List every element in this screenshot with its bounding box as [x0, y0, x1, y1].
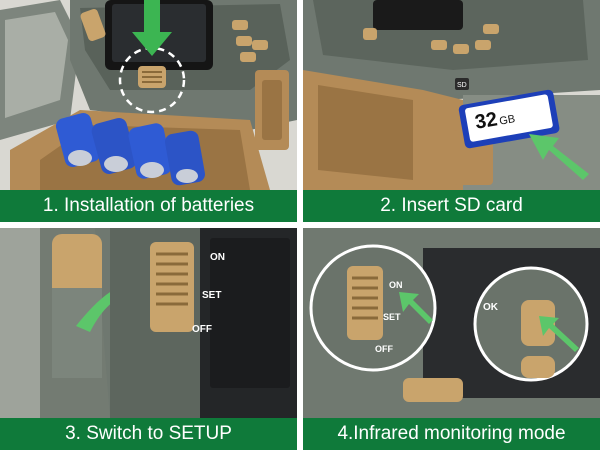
switch-label-on: ON [389, 280, 403, 290]
step-caption-text: 2. Insert SD card [380, 195, 523, 216]
step-caption: 3. Switch to SETUP [0, 418, 297, 450]
step-caption: 4.Infrared monitoring mode [303, 418, 600, 450]
step-caption-text: 1. Installation of batteries [42, 195, 255, 216]
switch-label-off: OFF [192, 324, 212, 335]
sd-capacity: 32 [473, 108, 499, 134]
infrared-mode-illustration: ON SET OFF OK [303, 228, 600, 418]
mode-switch-illustration: ON SET OFF [0, 228, 297, 418]
step-caption-text: 4.Infrared monitoring mode [337, 423, 566, 444]
switch-label-off: OFF [375, 344, 393, 354]
switch-label-set: SET [202, 290, 221, 301]
step-caption: 2. Insert SD card [303, 190, 600, 222]
step-caption-text: 3. Switch to SETUP [65, 423, 232, 444]
panel-install-batteries: 1. Installation of batteries [0, 0, 297, 222]
ok-label: OK [483, 302, 499, 313]
sd-unit: GB [498, 113, 516, 128]
sd-badge: SD [457, 82, 467, 89]
step-caption: 1. Installation of batteries [0, 190, 297, 222]
battery-compartment-illustration [0, 0, 297, 190]
panel-insert-sd-card: 32 GB SD 2. Insert SD card [303, 0, 600, 222]
sd-slot-illustration: 32 GB SD [303, 0, 600, 190]
panel-switch-setup: ON SET OFF 3. Switch to SETUP [0, 228, 297, 450]
switch-label-on: ON [210, 252, 225, 263]
panel-infrared-mode: ON SET OFF OK 4.Infrared monitoring mode [303, 228, 600, 450]
switch-label-set: SET [383, 312, 401, 322]
